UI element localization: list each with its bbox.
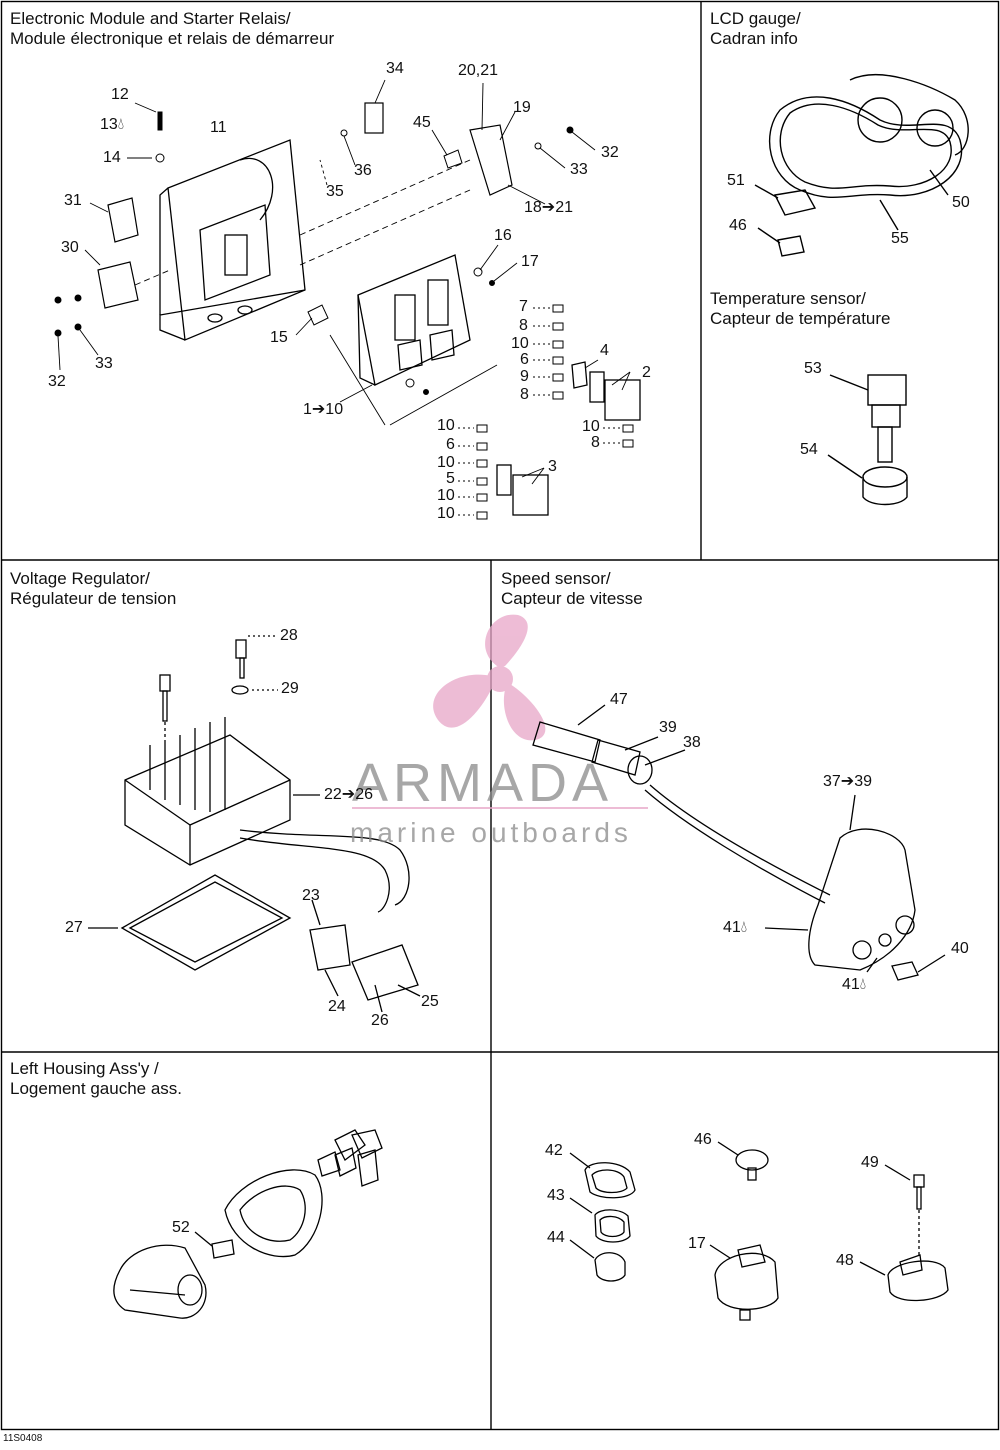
part-callout: 17 xyxy=(688,1235,706,1252)
part-callout: 27 xyxy=(65,919,83,936)
part-callout: 6 xyxy=(446,436,455,453)
speed-sensor-drawing xyxy=(532,704,946,981)
part-callout: 11 xyxy=(210,119,227,136)
part-callout: 33 xyxy=(95,355,113,372)
part-callout: 51 xyxy=(727,172,745,189)
part-callout: 5 xyxy=(446,470,455,487)
part-callout: 10 xyxy=(511,335,529,352)
bracket-drawing xyxy=(159,139,306,341)
part-callout: 24 xyxy=(328,998,346,1015)
part-callout: 10 xyxy=(437,505,455,522)
part-callout: 28 xyxy=(280,627,298,644)
part-callout: 49 xyxy=(861,1154,879,1171)
part-callout: 43 xyxy=(547,1187,565,1204)
part-callout: 12 xyxy=(111,86,129,103)
part-callout: 42 xyxy=(545,1142,563,1159)
part-callout: 16 xyxy=(494,227,512,244)
part-callout: 10 xyxy=(437,454,455,471)
drop-icon: 💧︎ xyxy=(740,919,748,936)
part-callout: 6 xyxy=(520,351,529,368)
part-callout: 18➔21 xyxy=(524,199,573,216)
part-callout: 53 xyxy=(804,360,822,377)
part-callout: 10 xyxy=(582,418,600,435)
part-callout: 8 xyxy=(591,434,600,451)
relay-3-drawing xyxy=(496,464,549,516)
part-callout: 30 xyxy=(61,239,79,256)
part-callout: 47 xyxy=(610,691,628,708)
part-callout: 8 xyxy=(519,317,528,334)
part-callout: 32 xyxy=(48,373,66,390)
part-callout: 17 xyxy=(521,253,539,270)
part-callout: 44 xyxy=(547,1229,565,1246)
connectors-drawing xyxy=(97,102,513,309)
section-title-temperature-sensor: Temperature sensor/ Capteur de températu… xyxy=(710,289,891,328)
part-callout: 20,21 xyxy=(458,62,499,79)
part-callout: 13💧︎ xyxy=(100,116,125,133)
part-callout: 25 xyxy=(421,993,439,1010)
part-callout: 23 xyxy=(302,887,320,904)
section-title-lcd-gauge: LCD gauge/ Cadran info xyxy=(710,9,801,48)
part-callout: 26 xyxy=(371,1012,389,1029)
part-callout: 55 xyxy=(891,230,909,247)
drop-icon: 💧︎ xyxy=(117,116,125,133)
part-callout: 29 xyxy=(281,680,299,697)
part-callout: 52 xyxy=(172,1219,190,1236)
part-callout: 40 xyxy=(951,940,969,957)
left-housing-drawing xyxy=(113,1129,383,1319)
section-title-voltage-regulator: Voltage Regulator/ Régulateur de tension xyxy=(10,569,177,608)
part-callout: 46 xyxy=(694,1131,712,1148)
voltage-regulator-drawing xyxy=(88,635,421,1013)
section-title-left-housing: Left Housing Ass'y / Logement gauche ass… xyxy=(10,1059,183,1098)
leader-lines xyxy=(57,79,631,516)
temperature-sensor-drawing xyxy=(827,374,908,506)
drawing-code: 11S0408 xyxy=(3,1433,43,1444)
part-callout: 41💧︎ xyxy=(723,919,748,936)
part-callout: 1➔10 xyxy=(303,401,344,418)
relay-2-drawing xyxy=(571,361,641,421)
section-title-speed-sensor: Speed sensor/ Capteur de vitesse xyxy=(501,569,643,608)
watermark-propeller xyxy=(433,614,546,741)
part-callout: 39 xyxy=(659,719,677,736)
part-callout: 33 xyxy=(570,161,588,178)
part-callout: 38 xyxy=(683,734,701,751)
part-callout: 50 xyxy=(952,194,970,211)
part-callout: 7 xyxy=(519,298,528,315)
part-callout: 54 xyxy=(800,441,818,458)
part-callout: 10 xyxy=(437,417,455,434)
hardware-drawing xyxy=(54,111,574,395)
part-callout: 48 xyxy=(836,1252,854,1269)
part-callout: 9 xyxy=(520,368,529,385)
clip-terminals xyxy=(476,304,634,520)
section-title-electronic-module: Electronic Module and Starter Relais/ Mo… xyxy=(10,9,335,48)
part-callout: 15 xyxy=(270,329,288,346)
part-callout: 36 xyxy=(354,162,372,179)
part-callout: 8 xyxy=(520,386,529,403)
part-callout: 2 xyxy=(642,364,651,381)
part-callout: 41💧︎ xyxy=(842,976,867,993)
lcd-gauge-drawing xyxy=(754,74,969,257)
part-callout: 4 xyxy=(600,342,609,359)
part-callout: 45 xyxy=(413,114,431,131)
part-callout: 19 xyxy=(513,99,531,116)
part-callout: 22➔26 xyxy=(324,786,373,803)
watermark-tagline: marine outboards xyxy=(350,817,632,848)
drop-icon: 💧︎ xyxy=(859,976,867,993)
part-callout: 3 xyxy=(548,458,557,475)
part-callout: 37➔39 xyxy=(823,773,872,790)
ecm-drawing xyxy=(357,254,471,386)
part-callout: 10 xyxy=(437,487,455,504)
part-callout: 35 xyxy=(326,183,344,200)
part-callout: 31 xyxy=(64,192,82,209)
part-callout: 34 xyxy=(386,60,404,77)
part-callout: 46 xyxy=(729,217,747,234)
part-callout: 14 xyxy=(103,149,121,166)
watermark-brand: ARMADA xyxy=(352,753,614,813)
part-callout: 32 xyxy=(601,144,619,161)
clips-drawing xyxy=(569,1141,949,1321)
